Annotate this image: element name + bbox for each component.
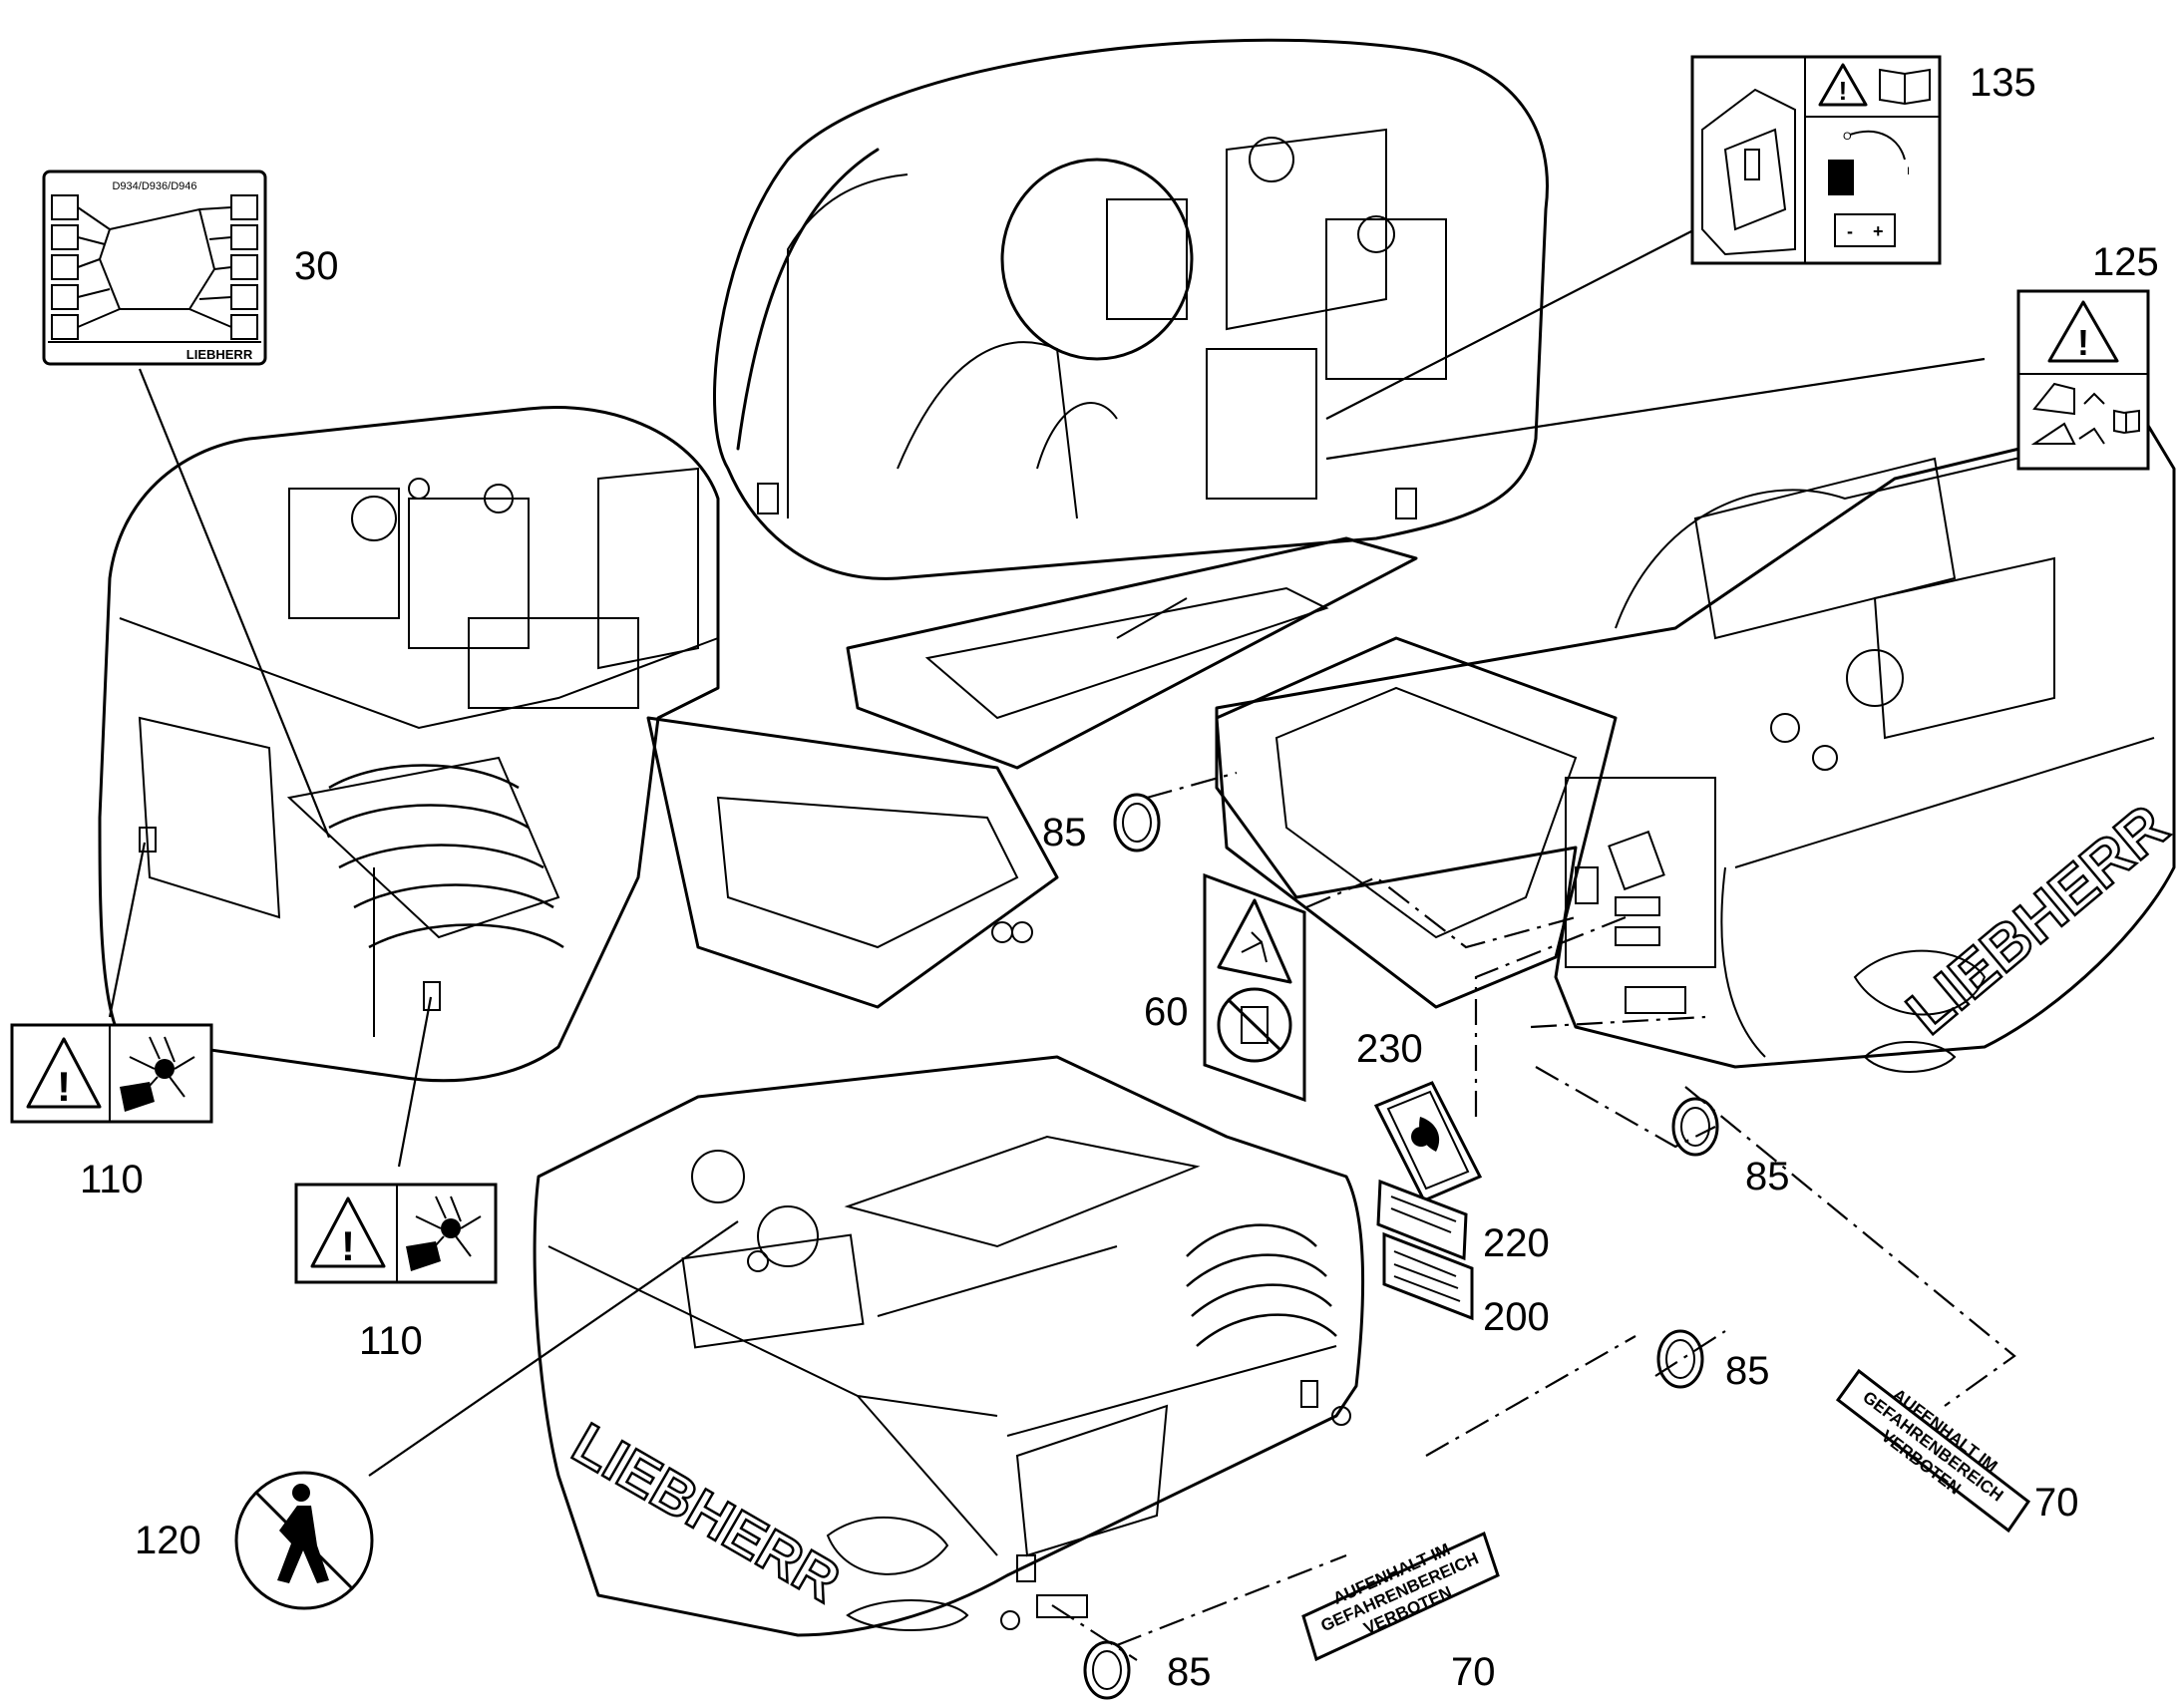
callout-125: 125 [2092,240,2159,284]
fan-hazard-decal: ! [10,1023,213,1124]
callout-120: 120 [135,1519,201,1562]
danger-zone-plate-bottom: AUFENHALT IM GEFAHRENBEREICH VERBOTEN [1301,1531,1500,1662]
fan-hazard-icon [406,1196,482,1271]
battery-on-label: I [1907,166,1910,177]
fan-hazard-decal: ! [294,1183,498,1284]
danger-zone-plate-right: AUFENHALT IM GEFAHRENBEREICH VERBOTEN [1835,1368,2031,1534]
uppercarriage-left-view [98,406,1059,1083]
grille-plug-icon [1083,1640,1131,1700]
callout-200: 200 [1483,1295,1550,1339]
callout-60: 60 [1144,990,1189,1034]
key-switch-icon [1828,160,1854,195]
warning-triangle-icon [1818,63,1868,107]
bottom-grille [1186,1223,1337,1347]
uppercarriage-bottom-view: LIEBHERR [533,1055,1365,1637]
grille-plug-icon [1656,1329,1704,1389]
grille-plug-icon [1671,1097,1719,1157]
no-climbing-icon [1217,987,1292,1063]
warning-triangle-icon [2047,300,2119,363]
warning-triangle-icon [26,1037,102,1109]
svg-text:+: + [1873,221,1884,241]
grille-plug-icon [1113,793,1161,853]
fall-hazard-icon [1217,898,1292,984]
manual-book-icon [2113,409,2140,435]
svg-text:!: ! [1839,76,1848,106]
fire-hazard-decal [1373,1081,1483,1202]
callout-135: 135 [1970,61,2036,105]
svg-text:!: ! [341,1222,355,1269]
fuel-tank-plate [1382,1231,1474,1321]
callout-85-c: 85 [1725,1349,1770,1393]
callout-85-d: 85 [1167,1650,1212,1694]
callout-230: 230 [1356,1027,1423,1071]
manual-book-icon [1879,68,1931,106]
callout-110-b: 110 [359,1319,423,1363]
uppercarriage-right-view: LIEBHERR [1215,417,2180,1073]
read-manual-decal: ! [2016,289,2150,471]
battery-icon: - + [1834,213,1896,247]
callout-30: 30 [294,244,339,288]
svg-text:-: - [1847,221,1853,241]
brand-mark-bottom: LIEBHERR [562,1411,851,1615]
engine-schematic-decal: D934/D936/D946 LIEBHERR [42,170,267,366]
engine-decal-brand: LIEBHERR [186,347,253,362]
callout-70-a: 70 [2034,1481,2079,1525]
engine-models-text: D934/D936/D946 [112,180,196,192]
rear-grille [328,764,564,949]
fan-hazard-icon [120,1036,195,1112]
battery-switch-decal: ! O I - + [1690,55,1942,265]
callout-110-a: 110 [80,1158,144,1201]
brand-mark-right: LIEBHERR [1895,792,2180,1048]
svg-text:!: ! [2077,322,2089,363]
danger-zone-right-line2: GEFAHRENBEREICH [1859,1388,2006,1506]
fall-hazard-decal [1203,872,1306,1103]
battery-off-label: O [1843,131,1852,143]
leader-lines [108,228,2016,1661]
hydraulic-tank-plate [1376,1179,1468,1261]
callout-70-b: 70 [1451,1650,1496,1694]
callout-85-b: 85 [1745,1155,1790,1198]
warning-triangle-icon [310,1196,386,1268]
svg-text:!: ! [57,1063,71,1110]
callout-85-a: 85 [1042,811,1087,854]
uppercarriage-top-view [713,38,1549,770]
callout-220: 220 [1483,1221,1550,1265]
no-pedestrian-icon [234,1471,374,1610]
